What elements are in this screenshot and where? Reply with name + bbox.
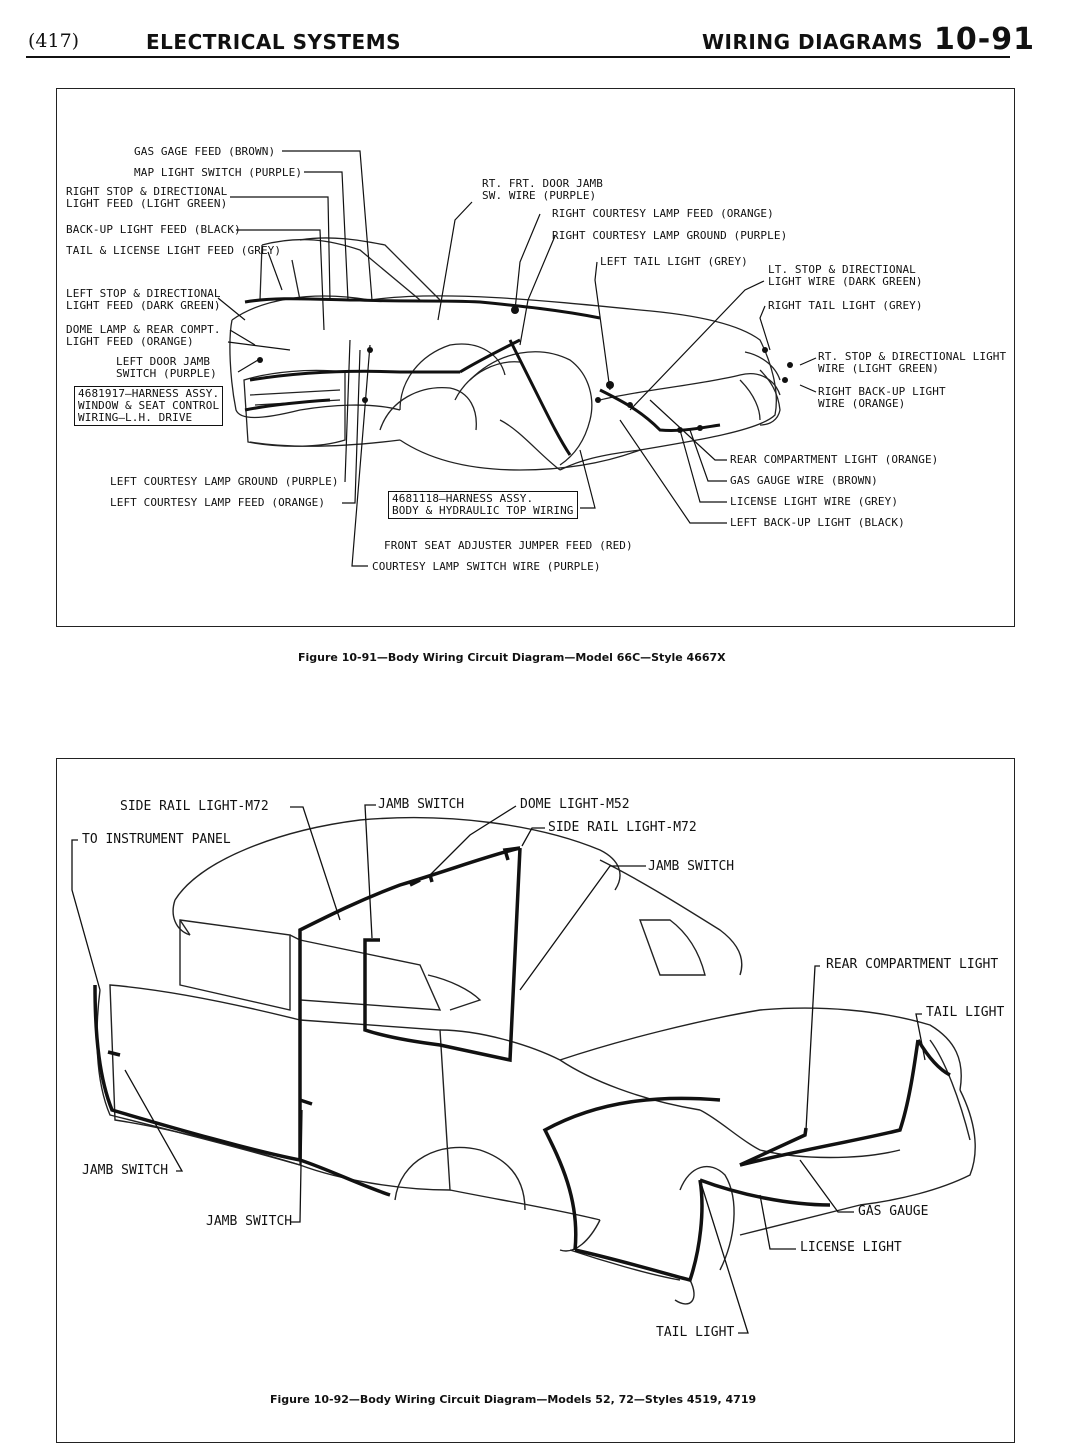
label-backup-light-feed: BACK-UP LIGHT FEED (BLACK)	[66, 223, 241, 236]
label-left-courtesy-ground: LEFT COURTESY LAMP GROUND (PURPLE)	[110, 475, 339, 488]
label-side-rail-light-left: SIDE RAIL LIGHT-M72	[120, 799, 269, 814]
label-left-door-jamb: LEFT DOOR JAMB SWITCH (PURPLE)	[116, 355, 217, 380]
label-map-light-switch: MAP LIGHT SWITCH (PURPLE)	[134, 166, 303, 179]
label-right-courtesy-feed: RIGHT COURTESY LAMP FEED (ORANGE)	[552, 207, 774, 220]
label-tail-light-bottom: TAIL LIGHT	[656, 1325, 735, 1340]
label-gas-gauge: GAS GAUGE	[858, 1204, 929, 1219]
label-courtesy-lamp-switch: COURTESY LAMP SWITCH WIRE (PURPLE)	[372, 560, 601, 573]
chapter-title: WIRING DIAGRAMS	[702, 30, 924, 54]
label-left-stop-directional: LEFT STOP & DIRECTIONAL LIGHT FEED (DARK…	[66, 287, 221, 312]
label-jamb-switch-right: JAMB SWITCH	[648, 859, 735, 874]
label-rt-stop-directional: RT. STOP & DIRECTIONAL LIGHT WIRE (LIGHT…	[818, 350, 1007, 375]
label-right-courtesy-ground: RIGHT COURTESY LAMP GROUND (PURPLE)	[552, 229, 788, 242]
label-right-stop-directional: RIGHT STOP & DIRECTIONAL LIGHT FEED (LIG…	[66, 185, 228, 210]
label-dome-light: DOME LIGHT-M52	[520, 797, 630, 812]
label-dome-lamp: DOME LAMP & REAR COMPT. LIGHT FEED (ORAN…	[66, 323, 221, 348]
label-jamb-switch-top: JAMB SWITCH	[378, 797, 465, 812]
page-figure-number: 10-91	[934, 22, 1035, 57]
label-jamb-switch-bottom: JAMB SWITCH	[206, 1214, 293, 1229]
label-rear-compartment-light: REAR COMPARTMENT LIGHT	[826, 957, 999, 972]
figure-10-91-caption: Figure 10-91—Body Wiring Circuit Diagram…	[298, 651, 726, 664]
label-jamb-switch-left: JAMB SWITCH	[82, 1163, 169, 1178]
label-gas-gauge-wire: GAS GAUGE WIRE (BROWN)	[730, 474, 878, 487]
label-left-courtesy-feed: LEFT COURTESY LAMP FEED (ORANGE)	[110, 496, 326, 509]
label-rear-compartment-light-wire: REAR COMPARTMENT LIGHT (ORANGE)	[730, 453, 939, 466]
label-harness-body-top: 4681118—HARNESS ASSY. BODY & HYDRAULIC T…	[388, 491, 578, 519]
label-left-tail-light: LEFT TAIL LIGHT (GREY)	[600, 255, 748, 268]
label-front-seat-adjuster: FRONT SEAT ADJUSTER JUMPER FEED (RED)	[384, 539, 633, 552]
page-number: (417)	[28, 30, 80, 52]
figure-10-92-frame	[56, 758, 1015, 1443]
header-rule	[26, 56, 1010, 58]
label-lt-stop-directional: LT. STOP & DIRECTIONAL LIGHT WIRE (DARK …	[768, 263, 923, 288]
figure-10-91-frame	[56, 88, 1015, 627]
label-license-light-wire: LICENSE LIGHT WIRE (GREY)	[730, 495, 899, 508]
label-tail-light-right: TAIL LIGHT	[926, 1005, 1005, 1020]
label-right-tail-light: RIGHT TAIL LIGHT (GREY)	[768, 299, 923, 312]
label-gas-gage-feed: GAS GAGE FEED (BROWN)	[134, 145, 276, 158]
label-harness-window-seat: 4681917—HARNESS ASSY. WINDOW & SEAT CONT…	[74, 386, 224, 426]
label-license-light: LICENSE LIGHT	[800, 1240, 902, 1255]
label-tail-license-feed: TAIL & LICENSE LIGHT FEED (GREY)	[66, 244, 282, 257]
section-title: ELECTRICAL SYSTEMS	[146, 30, 401, 54]
label-to-instrument-panel: TO INSTRUMENT PANEL	[82, 832, 231, 847]
label-side-rail-light-right: SIDE RAIL LIGHT-M72	[548, 820, 697, 835]
label-left-backup-light: LEFT BACK-UP LIGHT (BLACK)	[730, 516, 905, 529]
figure-10-92-caption: Figure 10-92—Body Wiring Circuit Diagram…	[270, 1393, 757, 1406]
label-rt-frt-door-jamb: RT. FRT. DOOR JAMB SW. WIRE (PURPLE)	[482, 177, 604, 202]
label-right-backup-light: RIGHT BACK-UP LIGHT WIRE (ORANGE)	[818, 385, 946, 410]
